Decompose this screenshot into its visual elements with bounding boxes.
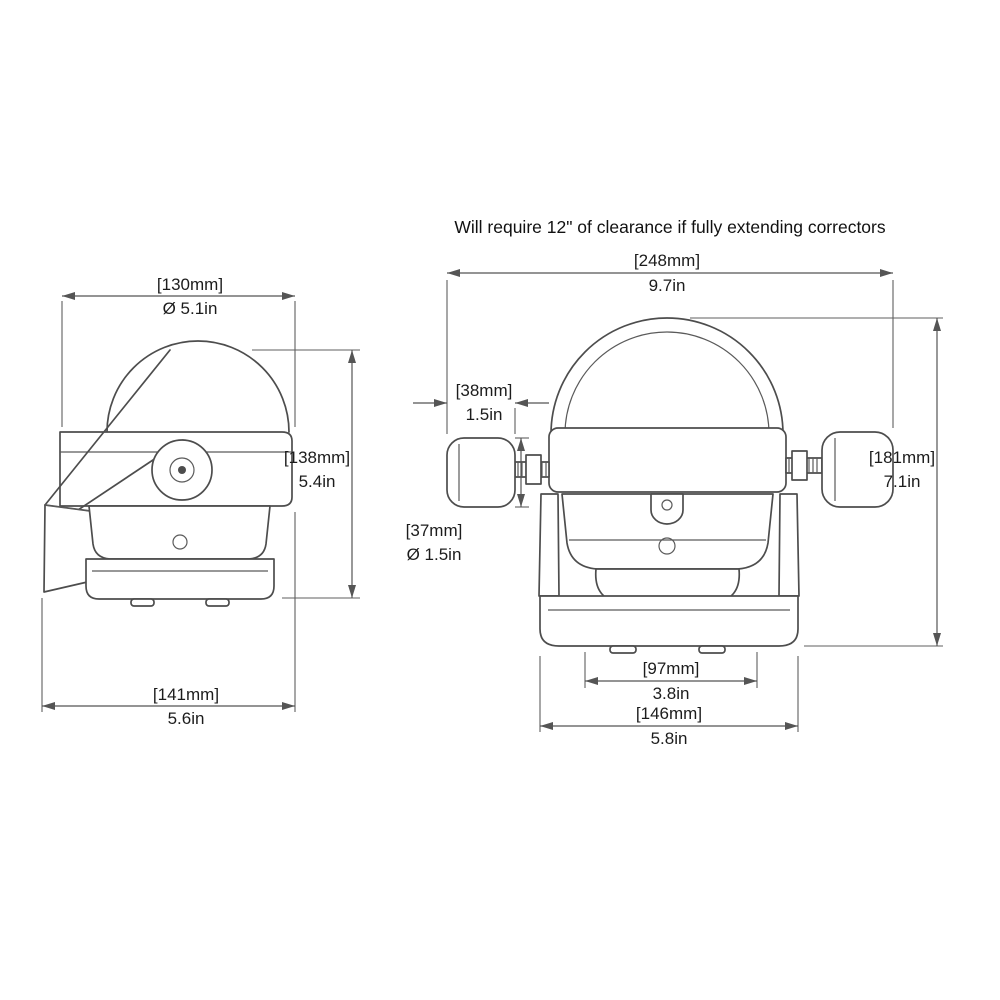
bracket-base bbox=[539, 595, 799, 647]
side-dome-outline bbox=[106, 340, 290, 433]
side-housing-screw bbox=[172, 534, 188, 550]
side-pivot-knob-inner bbox=[169, 457, 195, 483]
side-base bbox=[85, 558, 275, 600]
foot-spacing-in: 3.8in bbox=[653, 684, 690, 703]
side-base-width-in: 5.6in bbox=[168, 709, 205, 728]
front-base-width-in: 5.8in bbox=[651, 729, 688, 748]
right-rod-nut bbox=[791, 450, 808, 481]
side-foot-right bbox=[205, 598, 230, 607]
corrector-diameter-mm: [37mm] bbox=[406, 521, 463, 540]
corrector-width-mm: [38mm] bbox=[456, 381, 513, 400]
side-visor-upper-edge bbox=[44, 349, 171, 506]
front-dome-outer bbox=[550, 317, 784, 435]
pivot-tab-hole bbox=[661, 499, 673, 511]
pivot-tab bbox=[650, 493, 684, 525]
front-base-width-mm: [146mm] bbox=[636, 704, 702, 723]
bracket-arm-left bbox=[538, 493, 560, 597]
clearance-note: Will require 12" of clearance if fully e… bbox=[454, 217, 886, 237]
side-dome-diameter-in: Ø 5.1in bbox=[163, 299, 218, 318]
front-foot-right bbox=[698, 645, 726, 654]
front-overall-width-mm: [248mm] bbox=[634, 251, 700, 270]
front-view: Will require 12" of clearance if fully e… bbox=[406, 217, 943, 748]
bowl-screw bbox=[658, 537, 676, 555]
left-corrector-knob bbox=[446, 437, 516, 508]
front-foot-left bbox=[609, 645, 637, 654]
right-corrector-knob bbox=[821, 431, 894, 508]
side-dome-diameter-mm: [130mm] bbox=[157, 275, 223, 294]
left-rod-nut bbox=[525, 454, 542, 485]
bracket-arm-right bbox=[778, 493, 800, 597]
side-height-in: 5.4in bbox=[299, 472, 336, 491]
front-dome-inner bbox=[564, 331, 770, 435]
side-base-width-mm: [141mm] bbox=[153, 685, 219, 704]
front-overall-width-in: 9.7in bbox=[649, 276, 686, 295]
front-body bbox=[548, 427, 787, 493]
side-height-mm: [138mm] bbox=[284, 448, 350, 467]
side-lower-housing bbox=[88, 505, 271, 560]
side-pivot-center bbox=[178, 466, 186, 474]
side-foot-left bbox=[130, 598, 155, 607]
front-overall-height-mm: [181mm] bbox=[869, 448, 935, 467]
front-overall-height-in: 7.1in bbox=[884, 472, 921, 491]
foot-spacing-mm: [97mm] bbox=[643, 659, 700, 678]
corrector-diameter-in: Ø 1.5in bbox=[407, 545, 462, 564]
side-view: [130mm] Ø 5.1in [138mm] 5.4in [141mm] 5.… bbox=[41, 275, 360, 728]
corrector-width-in: 1.5in bbox=[466, 405, 503, 424]
